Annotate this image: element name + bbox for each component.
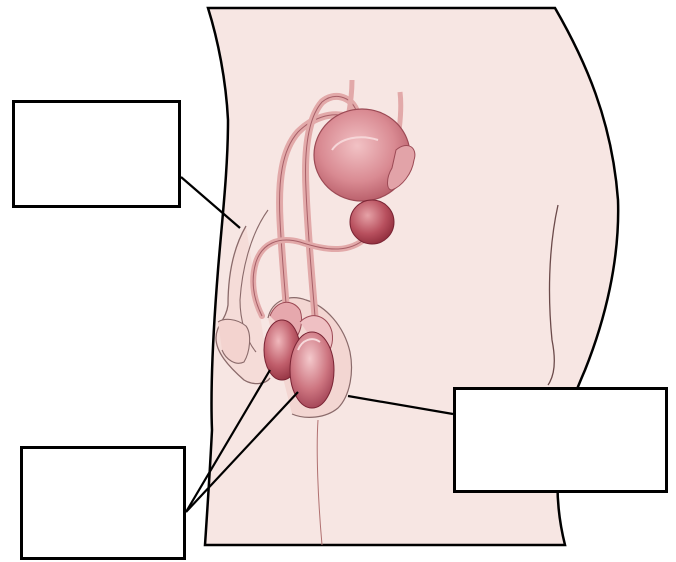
- label-box-top-left[interactable]: [12, 100, 181, 208]
- testis-front: [290, 332, 334, 408]
- label-box-bottom-left[interactable]: [20, 446, 186, 560]
- label-box-right[interactable]: [453, 387, 668, 493]
- prostate: [350, 200, 394, 244]
